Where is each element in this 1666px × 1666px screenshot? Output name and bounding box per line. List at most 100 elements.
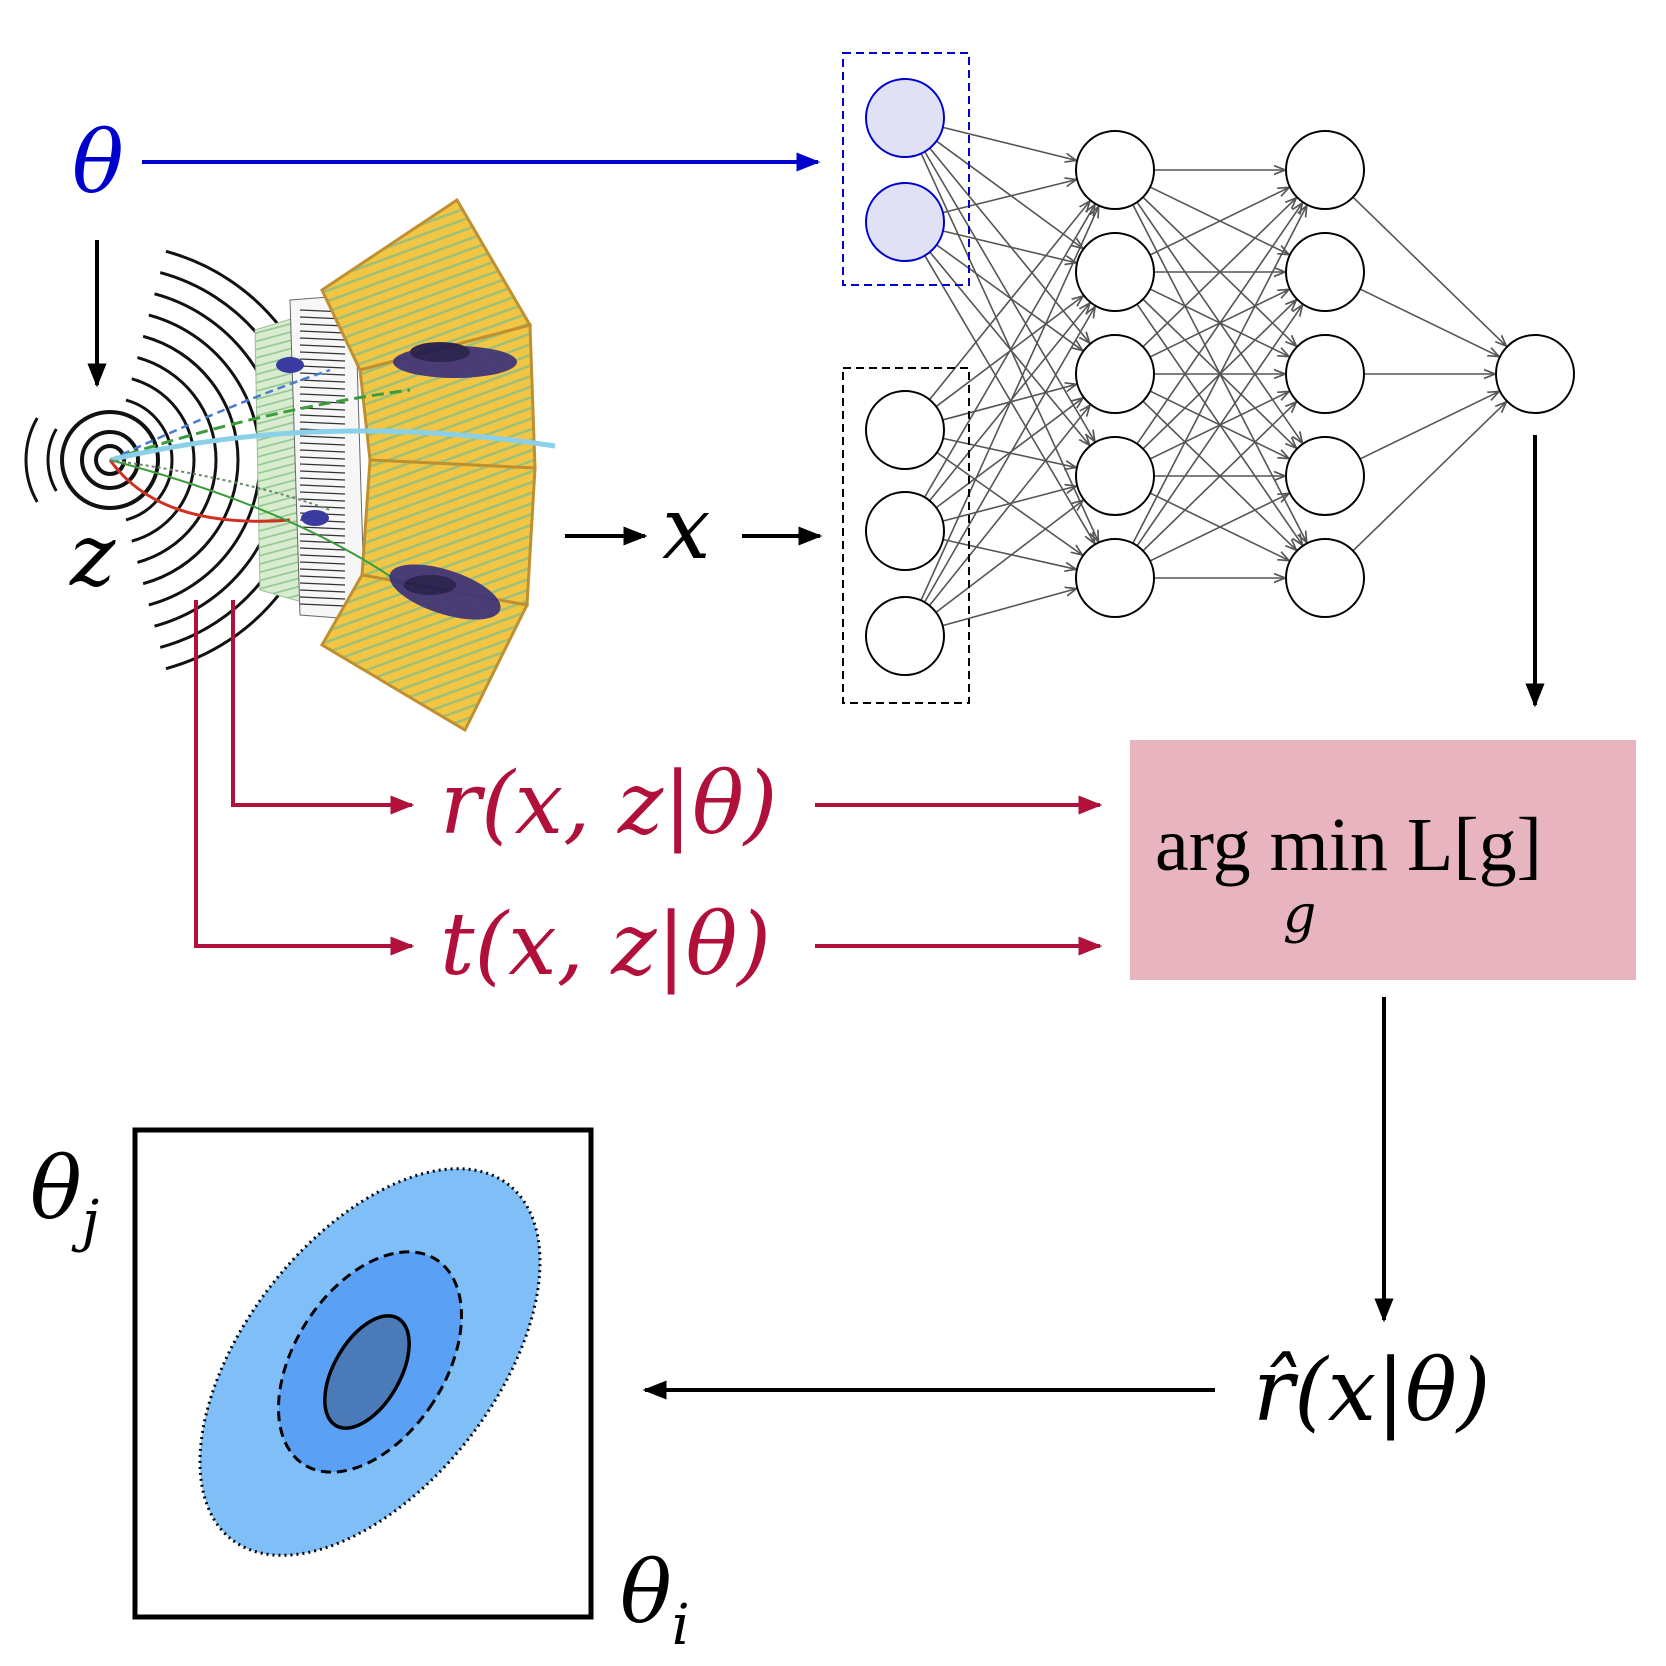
observable-input-node	[865, 390, 945, 470]
straw-tube	[299, 456, 346, 460]
straw-tube	[299, 582, 346, 586]
track-cyan	[109, 428, 556, 463]
track-red	[108, 459, 291, 523]
network-edge	[1359, 288, 1498, 356]
straw-tube	[299, 351, 346, 355]
detector-event-display	[24, 197, 556, 733]
hidden-node-layer-1	[1075, 334, 1155, 414]
track-blue-dashed	[109, 368, 331, 462]
network-edge	[1352, 196, 1506, 345]
output-node	[1495, 334, 1575, 414]
parameter-input-node	[865, 182, 945, 262]
network-edge	[942, 538, 1075, 570]
theta-i-label: θi	[620, 1543, 690, 1658]
r-joint-label: r(x, z|θ)	[440, 754, 777, 854]
straw-tube	[299, 540, 346, 544]
observable-input-node	[865, 491, 945, 571]
straw-tube	[299, 568, 346, 572]
track-grey	[109, 459, 331, 511]
x-label: x	[662, 479, 711, 579]
network-edge	[1149, 494, 1288, 562]
observable-input-group	[842, 367, 970, 704]
argmin-subscript: g	[1283, 885, 1316, 945]
straw-tube	[299, 533, 346, 537]
network-edge	[942, 230, 1075, 262]
t-joint-label: t(x, z|θ)	[440, 895, 771, 995]
network-edge	[1142, 403, 1296, 552]
r-joint-branch-line	[231, 600, 415, 815]
r-hat-label: r̂(x|θ)	[1253, 1341, 1490, 1441]
network-edge	[1352, 403, 1506, 552]
network-edge	[942, 589, 1076, 627]
straw-tube	[299, 547, 346, 551]
network-edge	[928, 202, 1090, 401]
network-edge	[942, 126, 1075, 160]
straw-tube	[299, 491, 346, 495]
shower-lower	[389, 564, 501, 620]
hidden-node-layer-1	[1075, 130, 1155, 210]
network-edge	[920, 153, 1098, 540]
straw-tube	[299, 526, 346, 530]
network-edge	[924, 151, 1095, 441]
confidence-contour-plot	[132, 1127, 594, 1620]
straw-tube	[299, 603, 346, 607]
hidden-node-layer-2	[1285, 232, 1365, 312]
straw-tube	[299, 470, 346, 474]
tracker-arc	[46, 428, 58, 492]
track-green-lower	[109, 459, 411, 591]
observable-input-node	[865, 596, 945, 676]
shower-upper	[393, 342, 517, 378]
hidden-node-layer-1	[1075, 538, 1155, 618]
straw-tube	[299, 414, 346, 418]
straw-tube	[299, 435, 346, 439]
parameter-input-group	[842, 52, 970, 286]
network-edge	[928, 406, 1089, 607]
hidden-node-layer-1	[1075, 436, 1155, 516]
network-edge	[1132, 206, 1306, 544]
network-edge	[1149, 188, 1288, 256]
argmin-expression: arg min L[g]	[1155, 803, 1542, 887]
network-edge	[935, 501, 1082, 614]
tracker-arc	[148, 313, 262, 607]
network-edge	[942, 486, 1076, 522]
straw-tube	[299, 442, 346, 446]
straw-tube	[299, 386, 346, 390]
hidden-node-layer-2	[1285, 436, 1365, 516]
z-label: z	[69, 506, 116, 606]
tracker-arc	[131, 377, 196, 543]
straw-tube	[299, 421, 346, 425]
network-edge	[936, 244, 1082, 350]
network-edge	[928, 304, 1090, 502]
network-edge	[920, 207, 1098, 601]
straw-tube	[299, 463, 346, 467]
straw-tube	[299, 344, 346, 348]
straw-tube	[299, 498, 346, 502]
tracker-arc	[137, 356, 218, 564]
network-edge	[942, 180, 1075, 214]
theta-label: θ	[72, 113, 124, 213]
tracker-hit-lower	[301, 510, 329, 526]
straw-tube	[299, 575, 346, 579]
theta-j-label: θj	[30, 1139, 99, 1254]
tracker-arc	[125, 398, 174, 522]
straw-tube	[299, 330, 346, 334]
tracker-arc	[142, 334, 240, 586]
straw-tube	[299, 358, 346, 362]
tracker-arc	[24, 417, 39, 503]
straw-tube	[299, 365, 346, 369]
hidden-node-layer-2	[1285, 538, 1365, 618]
straw-tube	[299, 561, 346, 565]
straw-tube	[299, 337, 346, 341]
network-edge	[935, 399, 1082, 509]
network-edge	[923, 205, 1095, 498]
network-edge	[1359, 392, 1498, 460]
straw-tube	[299, 372, 346, 376]
hidden-node-layer-2	[1285, 334, 1365, 414]
straw-tube	[299, 554, 346, 558]
network-edge	[1136, 306, 1302, 547]
straw-tube	[299, 477, 346, 481]
network-edge	[935, 140, 1081, 248]
network-edge	[924, 255, 1094, 543]
straw-tube	[299, 393, 346, 397]
